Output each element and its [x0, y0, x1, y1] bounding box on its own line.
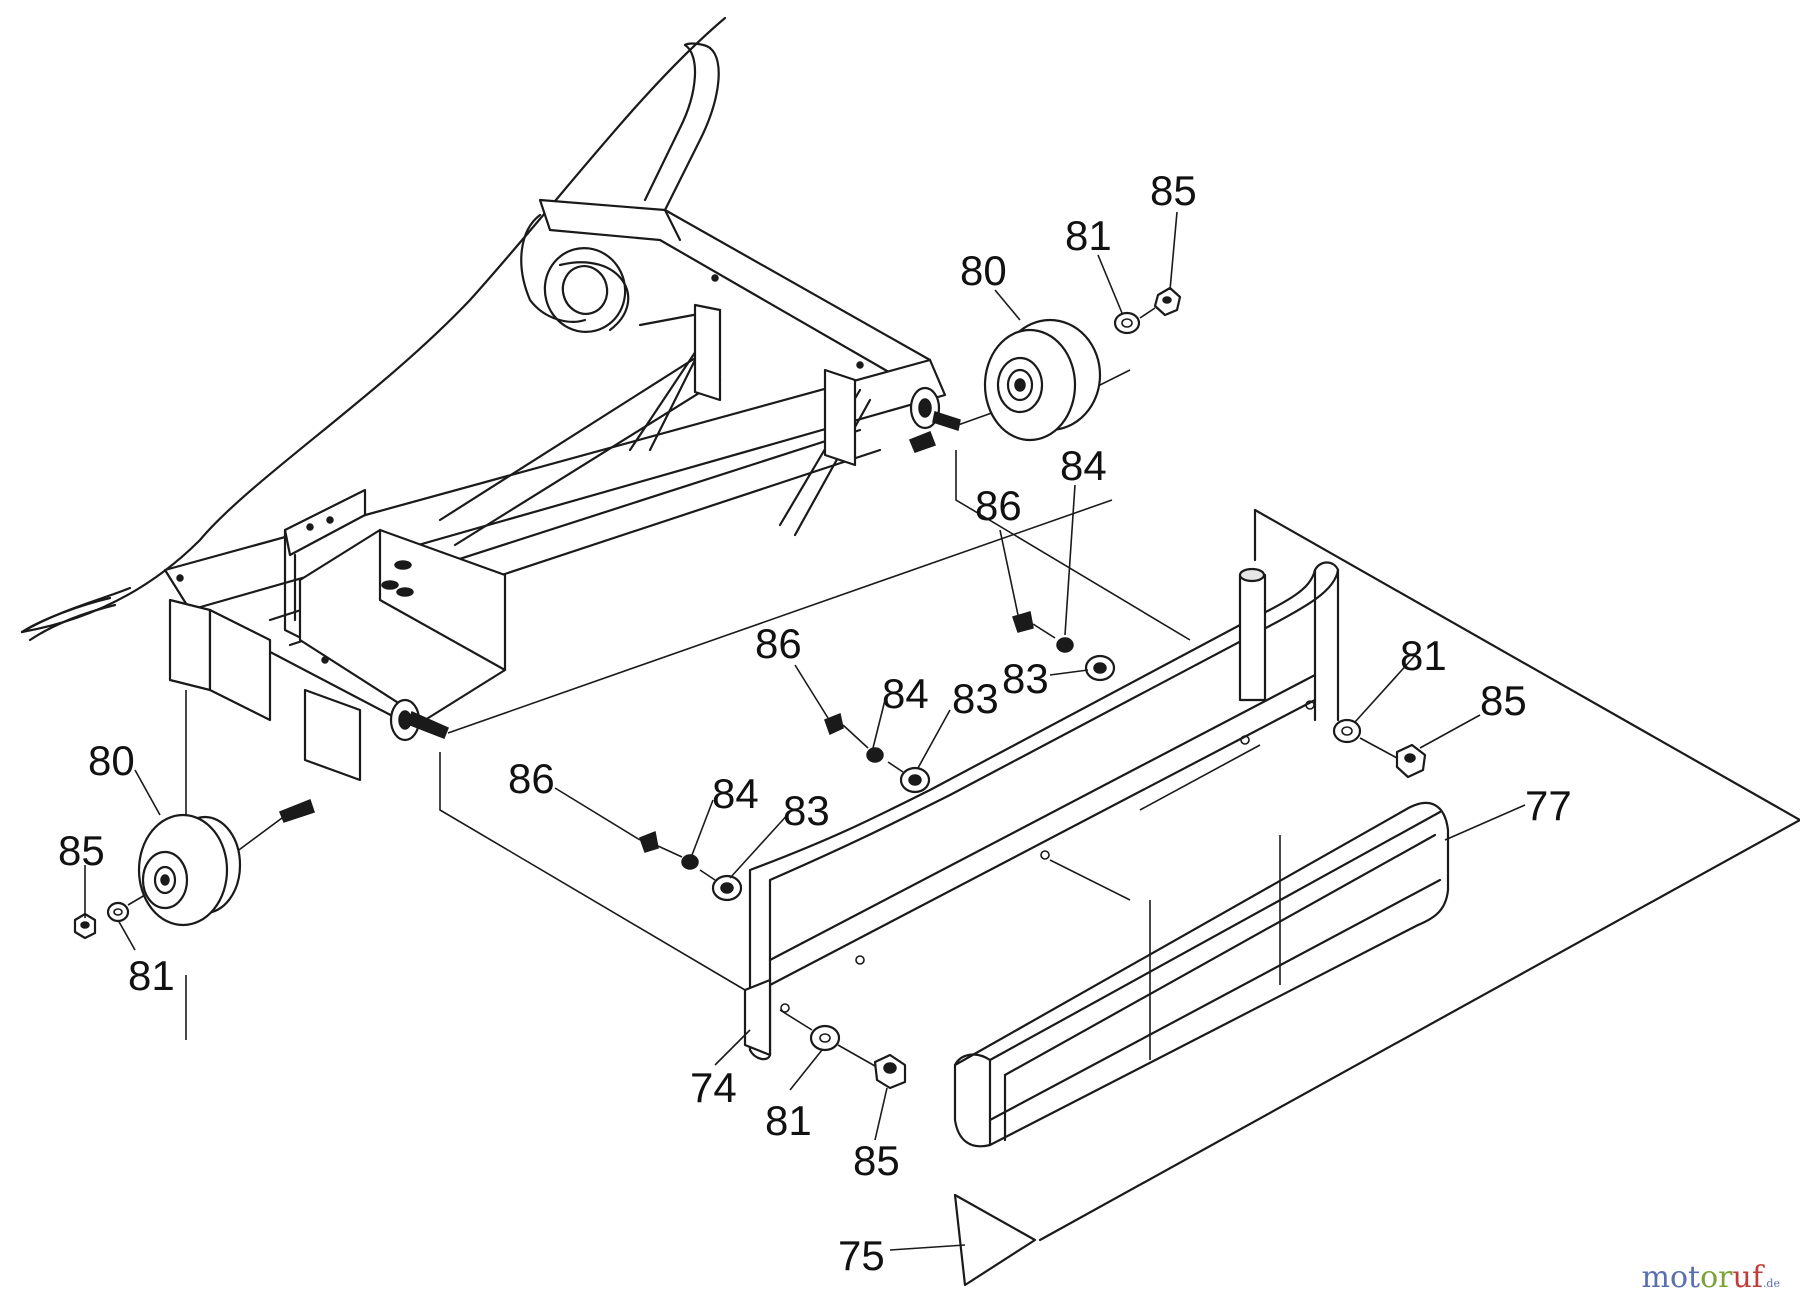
callout-labels: 85 81 80 84 86 83 81 85 77 86 84 83 86 8… [58, 167, 1572, 1279]
callout-81-bottom: 81 [765, 1097, 812, 1144]
callout-80-top: 80 [960, 247, 1007, 294]
frame-assembly [163, 42, 961, 823]
hardware [73, 286, 1427, 1090]
callout-85-bottom: 85 [853, 1137, 900, 1184]
watermark-part1: mot [1641, 1260, 1701, 1295]
callout-80-left: 80 [88, 737, 135, 784]
callout-85-left: 85 [58, 827, 105, 874]
wheel-80-left [137, 813, 242, 927]
leader-lines [84, 211, 1526, 1251]
callout-84-low: 84 [712, 770, 759, 817]
bumper-bar-74 [743, 561, 1340, 1061]
callout-81-top: 81 [1065, 212, 1112, 259]
callout-84-top: 84 [1060, 442, 1107, 489]
ground-plane [953, 508, 1800, 1287]
watermark-suffix: .de [1762, 1277, 1780, 1290]
callout-85-top: 85 [1150, 167, 1197, 214]
callout-85-right: 85 [1480, 677, 1527, 724]
callout-81-right: 81 [1400, 632, 1447, 679]
callout-83-low: 83 [783, 787, 830, 834]
callout-86-top: 86 [975, 482, 1022, 529]
callout-83-mid: 83 [952, 675, 999, 722]
callout-83-top: 83 [1002, 655, 1049, 702]
callout-77: 77 [1525, 782, 1572, 829]
callout-74: 74 [690, 1064, 737, 1111]
wheel-80-right [983, 318, 1102, 442]
watermark-part3: uf [1732, 1260, 1763, 1295]
mower-deck-body [20, 16, 727, 642]
callout-75: 75 [838, 1232, 885, 1279]
callout-84-mid: 84 [882, 670, 929, 717]
callout-81-left: 81 [128, 952, 175, 999]
watermark-part2: or [1700, 1260, 1733, 1295]
callout-86-mid: 86 [755, 620, 802, 667]
callout-86-low: 86 [508, 755, 555, 802]
bumper-pad-77 [953, 801, 1450, 1148]
motoruf-watermark: motoruf.de [1642, 1260, 1780, 1295]
